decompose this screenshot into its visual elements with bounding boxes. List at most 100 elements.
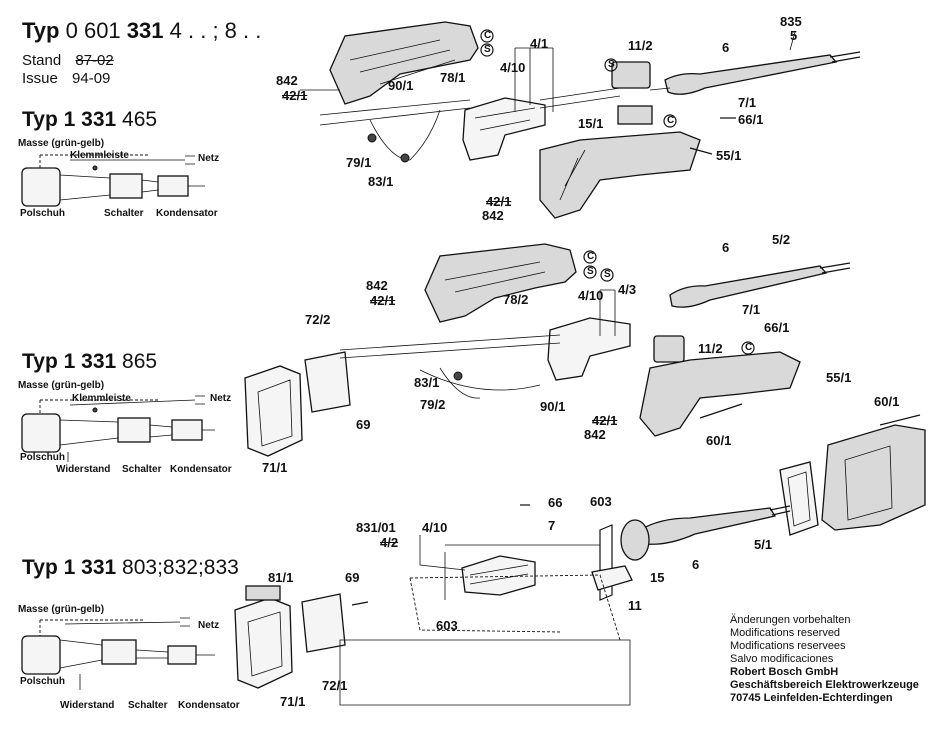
cable-sleeve-top xyxy=(664,54,838,95)
section-typ-865: Typ 1 331 865 xyxy=(22,350,157,374)
s-marker-label: S xyxy=(484,44,491,55)
wiring-widerstand-803: Widerstand xyxy=(60,700,115,711)
part-label: 842 xyxy=(584,427,606,442)
wires-bottom xyxy=(339,639,631,706)
wiring-schalter-803: Schalter xyxy=(128,700,168,711)
condenser-block-top xyxy=(617,105,653,125)
part-label: 66/1 xyxy=(738,112,764,127)
part-label: 79/1 xyxy=(346,155,372,170)
part-label: 83/1 xyxy=(414,375,440,390)
footer-notice: Änderungen vorbehalten Modifications res… xyxy=(730,614,919,705)
end-housing-right xyxy=(821,424,926,531)
part-label: 60/1 xyxy=(706,433,732,448)
part-label: 72/1 xyxy=(322,678,348,693)
strain-relief-bottom xyxy=(591,565,633,591)
wiring-masse-803: Masse (grün-gelb) xyxy=(18,604,105,615)
part-label: 42/1 xyxy=(486,194,512,209)
part-label: 66 xyxy=(548,495,563,510)
s-markers xyxy=(480,43,618,282)
part-label: 42/1 xyxy=(370,293,396,308)
part-label: 69 xyxy=(356,417,371,432)
issue-label: Issue xyxy=(22,70,58,87)
part-label: 7/1 xyxy=(742,302,761,317)
housing-half-bottom-top xyxy=(539,131,701,219)
wiring-netz-803: Netz xyxy=(198,620,220,631)
section-variant: 865 xyxy=(122,350,158,373)
c-marker-label: C xyxy=(745,342,753,353)
housing-half-top xyxy=(329,21,479,105)
part-label: 55/1 xyxy=(716,148,742,163)
wiring-kondensator-465: Kondensator xyxy=(156,208,218,219)
part-label: 4/10 xyxy=(578,288,604,303)
section-number: 1 331 xyxy=(63,108,117,131)
part-label: 6 xyxy=(692,557,700,572)
part-label: 842 xyxy=(366,278,388,293)
part-label: 6 xyxy=(722,240,730,255)
capacitor-top xyxy=(611,61,651,89)
wiring-klemmleiste-865: Klemmleiste xyxy=(72,393,131,404)
issue-line: Issue 94-09 xyxy=(22,70,110,87)
part-label: 78/1 xyxy=(440,70,466,85)
wiring-kondensator-865: Kondensator xyxy=(170,464,232,475)
switch-box-mid xyxy=(304,351,351,413)
wiring-kondensator-803: Kondensator xyxy=(178,700,240,711)
issue-value: 94-09 xyxy=(72,70,111,87)
wiring-netz-465: Netz xyxy=(198,153,220,164)
typ-number-pre: 0 601 xyxy=(65,18,121,43)
part-label: 4/10 xyxy=(422,520,448,535)
part-label: 11 xyxy=(628,598,642,613)
part-label: 6 xyxy=(722,40,730,55)
footer-address: 70745 Leinfelden-Echterdingen xyxy=(730,692,893,704)
part-label: 7/1 xyxy=(738,95,757,110)
section-variant: 465 xyxy=(122,108,158,131)
end-cap-bottom xyxy=(234,597,293,689)
wiring-polschuh-803: Polschuh xyxy=(20,676,66,687)
part-label: 15 xyxy=(650,570,665,585)
c-marker-label: C xyxy=(484,30,492,41)
part-label: 11/2 xyxy=(628,38,653,53)
housing-half-mid xyxy=(424,243,577,323)
part-label: 831/01 xyxy=(356,520,396,535)
housing-half-bottom-mid xyxy=(639,351,801,437)
footer-division: Geschäftsbereich Elektrowerkzeuge xyxy=(730,679,919,691)
switch-block-mid xyxy=(547,317,631,381)
part-label: 42/1 xyxy=(592,413,618,428)
wiring-schematic-803 xyxy=(21,617,215,690)
grommet-bottom xyxy=(620,519,650,561)
stand-value: 87-02 xyxy=(75,52,114,69)
wiring-polschuh-865: Polschuh xyxy=(20,452,66,463)
switch-block-bottom xyxy=(461,555,536,596)
wires-top xyxy=(319,87,671,126)
typ-number-suffix: 4 . . ; 8 . . xyxy=(169,18,262,43)
part-label: 83/1 xyxy=(368,174,394,189)
part-label: 71/1 xyxy=(262,460,288,475)
switch-box-bottom xyxy=(301,593,346,653)
wiring-polschuh-465: Polschuh xyxy=(20,208,66,219)
part-label: 66/1 xyxy=(764,320,790,335)
wiring-masse-865: Masse (grün-gelb) xyxy=(18,380,105,391)
section-typ-word: Typ xyxy=(22,556,58,579)
part-label: 4/10 xyxy=(500,60,526,75)
part-label: 42/1 xyxy=(282,88,308,103)
part-label: 90/1 xyxy=(540,399,566,414)
part-label: 4/2 xyxy=(380,535,399,550)
section-variant: 803;832;833 xyxy=(122,556,239,579)
section-typ-803: Typ 1 331 803;832;833 xyxy=(22,556,239,580)
s-marker-label: S xyxy=(587,266,594,277)
section-typ-465: Typ 1 331 465 xyxy=(22,108,157,132)
part-label: 603 xyxy=(590,494,612,509)
part-label: 5/1 xyxy=(754,537,773,552)
footer-line-3: Modifications reservees xyxy=(730,640,846,652)
section-number: 1 331 xyxy=(63,556,117,579)
part-label: 69 xyxy=(345,570,360,585)
gasket-right xyxy=(779,461,819,536)
part-label: 4/3 xyxy=(618,282,637,297)
stand-line: Stand 87-02 xyxy=(22,52,114,69)
footer-line-1: Änderungen vorbehalten xyxy=(730,614,851,626)
wiring-klemmleiste-465: Klemmleiste xyxy=(70,150,129,161)
wiring-netz-865: Netz xyxy=(210,393,232,404)
capacitor-mid xyxy=(653,335,685,363)
s-marker-label: S xyxy=(608,59,615,70)
part-label: 72/2 xyxy=(305,312,331,327)
section-typ-word: Typ xyxy=(22,350,58,373)
